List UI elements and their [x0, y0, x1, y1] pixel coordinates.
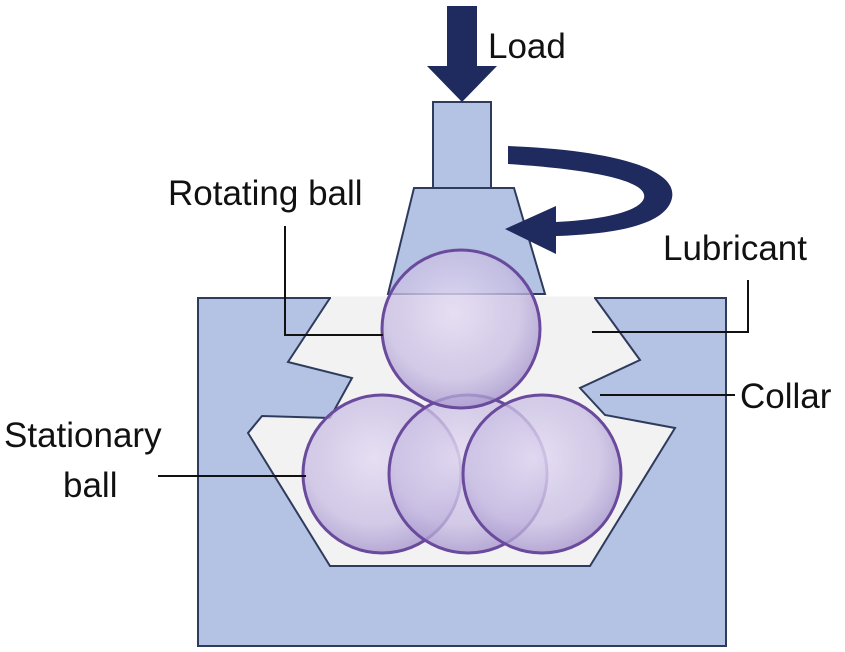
rotating-ball-leader	[284, 226, 383, 336]
stationary-ball-right	[461, 393, 623, 555]
down-arrow-icon	[427, 6, 497, 102]
stationary-ball-label-line2: ball	[63, 466, 117, 505]
spindle-shaft	[432, 101, 492, 189]
curved-rotation-arrow-icon	[505, 146, 673, 254]
lubricant-leader	[592, 280, 749, 333]
rotating-ball	[380, 248, 542, 410]
stationary-ball-label-line1: Stationary	[4, 416, 162, 455]
load-label: Load	[488, 27, 566, 66]
collar-label: Collar	[740, 377, 832, 416]
lubricant-label: Lubricant	[663, 229, 807, 268]
rotating-ball-label: Rotating ball	[168, 174, 363, 213]
